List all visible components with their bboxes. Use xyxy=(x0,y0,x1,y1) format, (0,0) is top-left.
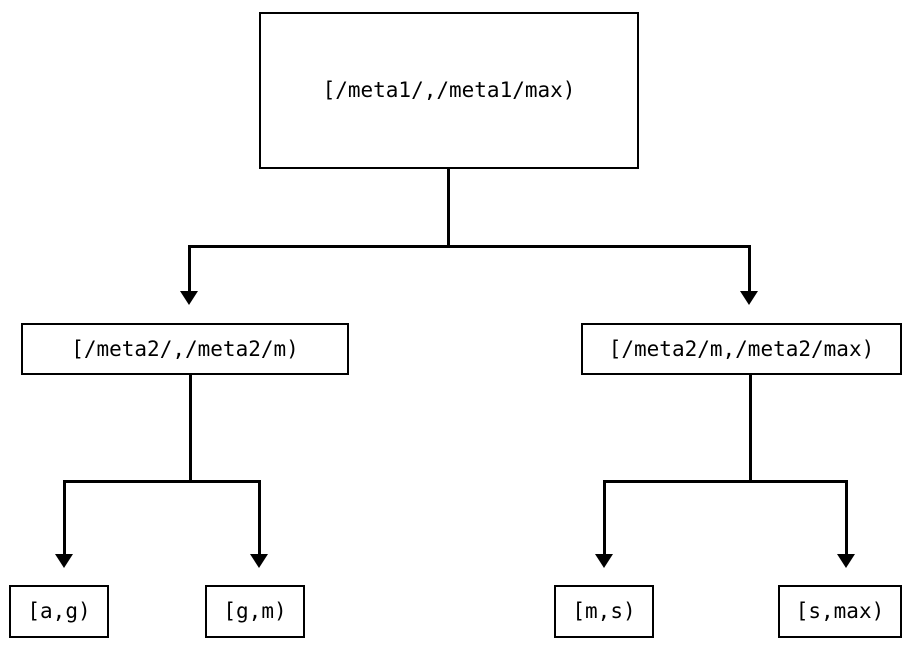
edge-right-subtree-drop-2 xyxy=(603,480,606,554)
arrowhead-down-icon-leaf-3 xyxy=(837,554,855,568)
edge-left-subtree-bus xyxy=(63,480,261,483)
edge-left-subtree-stem xyxy=(189,375,192,482)
tree-node-leaf-0-label: [a,g) xyxy=(27,599,91,623)
tree-node-leaf-2[interactable]: [m,s) xyxy=(554,585,654,638)
tree-node-leaf-1-label: [g,m) xyxy=(223,599,287,623)
tree-node-level1-right[interactable]: [/meta2/m,/meta2/max) xyxy=(581,323,902,375)
tree-node-root[interactable]: [/meta1/,/meta1/max) xyxy=(259,12,639,169)
arrowhead-down-icon-leaf-2 xyxy=(595,554,613,568)
edge-right-subtree-drop-3 xyxy=(845,480,848,554)
tree-node-level1-left-label: [/meta2/,/meta2/m) xyxy=(71,336,299,361)
tree-node-leaf-2-label: [m,s) xyxy=(572,599,636,623)
edge-level1-bus xyxy=(188,245,751,248)
edge-left-subtree-drop-0 xyxy=(63,480,66,554)
tree-node-level1-left[interactable]: [/meta2/,/meta2/m) xyxy=(21,323,349,375)
arrowhead-down-icon-leaf-0 xyxy=(55,554,73,568)
tree-node-leaf-0[interactable]: [a,g) xyxy=(9,585,109,638)
arrowhead-down-icon-level1-right xyxy=(740,291,758,305)
arrowhead-down-icon-leaf-1 xyxy=(250,554,268,568)
edge-level1-drop-left xyxy=(188,245,191,291)
edge-left-subtree-drop-1 xyxy=(258,480,261,554)
edge-level1-drop-right xyxy=(748,245,751,291)
edge-right-subtree-stem xyxy=(749,375,752,482)
tree-node-leaf-3-label: [s,max) xyxy=(795,599,885,623)
arrowhead-down-icon-level1-left xyxy=(180,291,198,305)
tree-node-root-label: [/meta1/,/meta1/max) xyxy=(322,78,576,102)
edge-right-subtree-bus xyxy=(603,480,848,483)
tree-node-leaf-3[interactable]: [s,max) xyxy=(778,585,902,638)
tree-node-level1-right-label: [/meta2/m,/meta2/max) xyxy=(608,336,875,361)
edge-root-stem xyxy=(447,169,450,246)
tree-node-leaf-1[interactable]: [g,m) xyxy=(205,585,305,638)
